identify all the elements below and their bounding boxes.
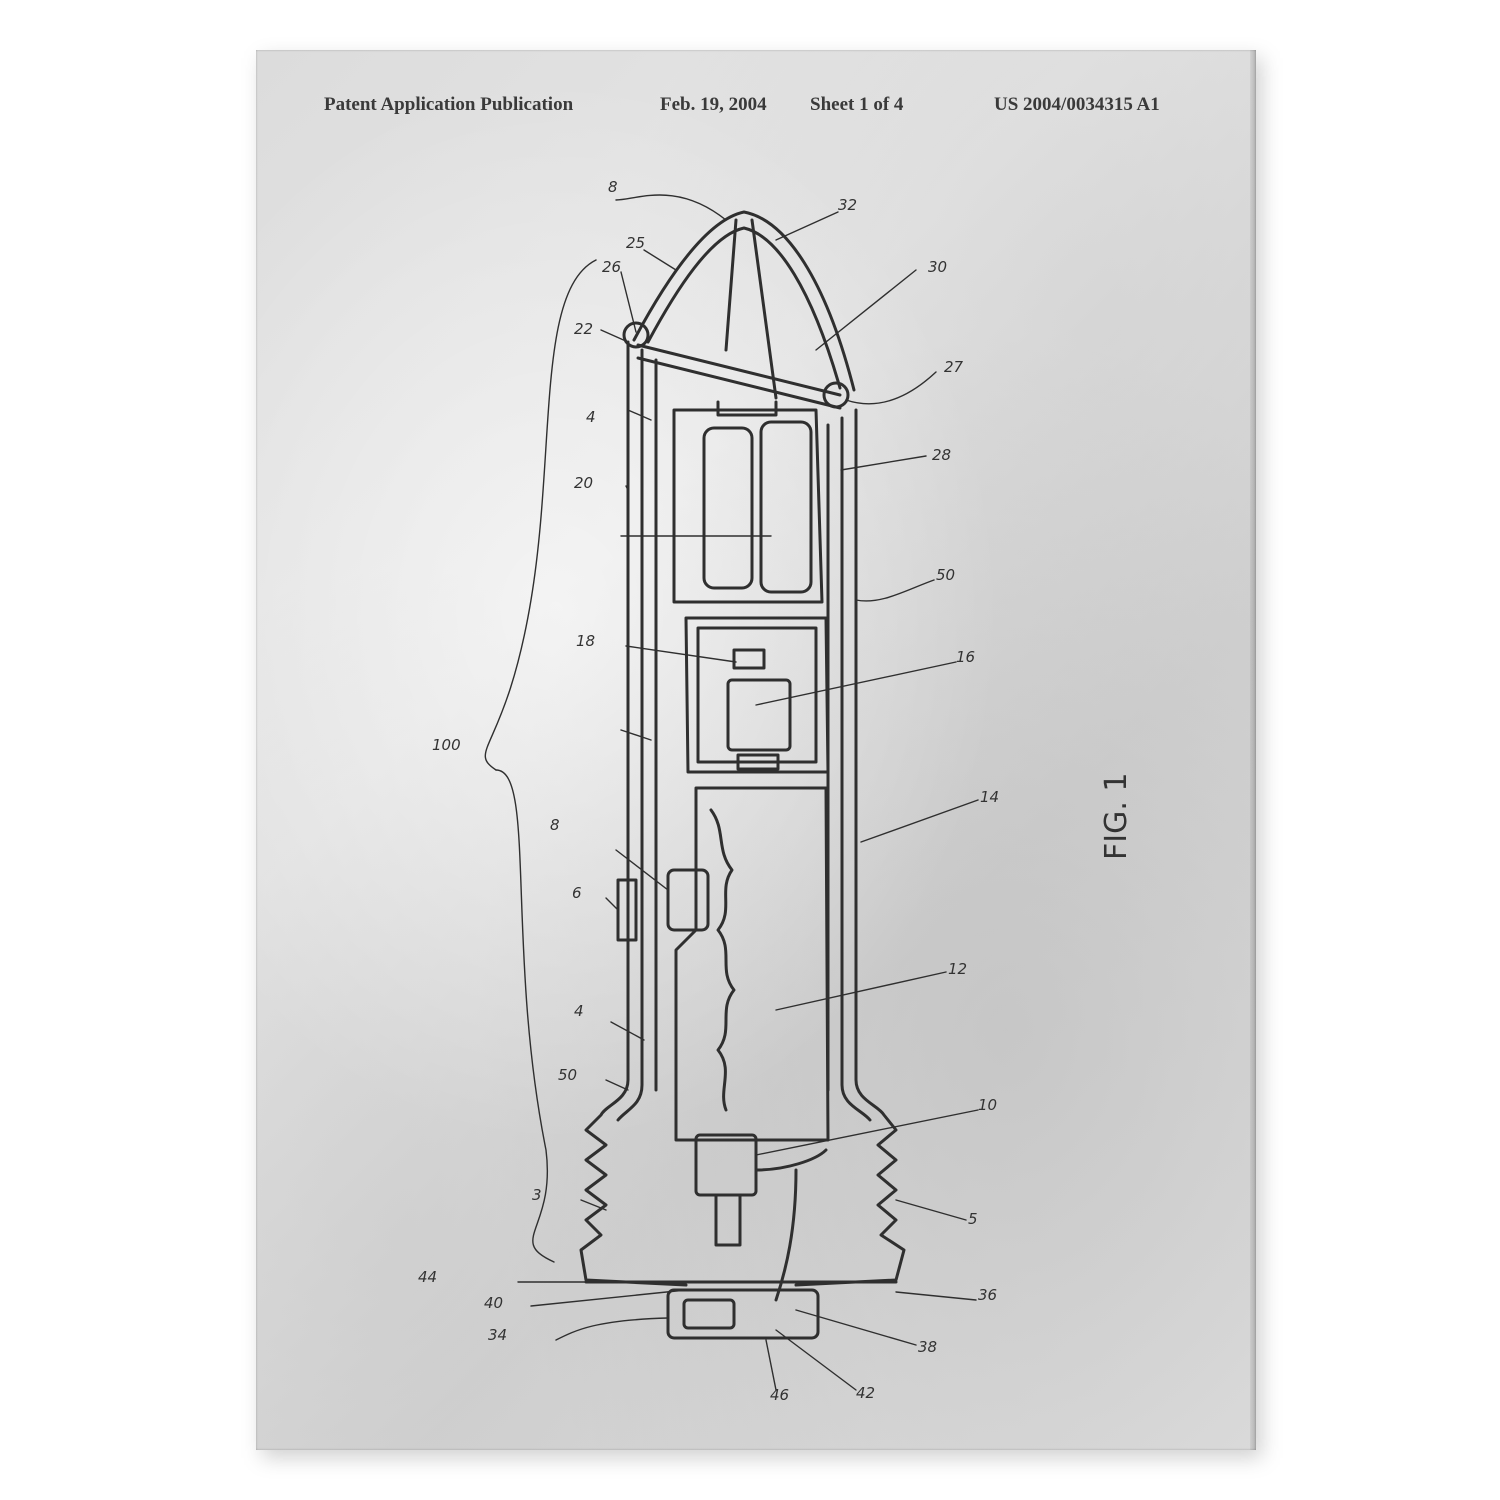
ref-label: 28 [932,446,951,464]
ref-label: 50 [936,566,955,584]
ref-label: 8 [608,178,618,196]
base-cap [584,1168,898,1340]
device-head [622,210,856,410]
ref-label: 8 [550,816,560,834]
header-sheet: Sheet 1 of 4 [810,94,904,115]
battery-compartment [672,400,824,604]
ref-label: 30 [928,258,947,276]
ref-label: 32 [838,196,857,214]
ref-label: 14 [980,788,999,806]
ref-label: 16 [956,648,975,666]
ref-label: 34 [488,1326,507,1344]
ref-label: 22 [574,320,593,338]
ref-label: 50 [558,1066,577,1084]
ref-label: 20 [574,474,593,492]
ref-label: 38 [918,1338,937,1356]
ref-label: 18 [576,632,595,650]
ref-label: 10 [978,1096,997,1114]
ref-label: 36 [978,1286,997,1304]
ref-label: 46 [770,1386,789,1404]
ref-label: 25 [626,234,645,252]
ref-label: 6 [572,884,582,902]
canvas-print: Patent Application Publication Feb. 19, … [256,50,1256,1450]
canvas-edge [1250,50,1256,1450]
ref-label: 5 [968,1210,978,1228]
device-body [579,340,906,1287]
header-patent-number: US 2004/0034315 A1 [994,94,1160,115]
valve-assembly [694,1133,828,1247]
patent-drawing: 8 32 30 26 25 22 27 4 28 20 50 18 16 100… [418,178,1134,1404]
ref-label: 27 [944,358,964,376]
motor-compartment [684,616,830,774]
header-publication: Patent Application Publication [324,94,574,115]
patent-header: Patent Application Publication Feb. 19, … [256,94,1256,124]
reference-labels: 8 32 30 26 25 22 27 4 28 20 50 18 16 100… [418,178,999,1404]
pump-chamber [616,786,830,1142]
ref-label: 4 [574,1002,584,1020]
leader-lines [484,194,979,1391]
ref-label: 4 [586,408,596,426]
ref-label: 12 [948,960,967,978]
ref-label: 100 [432,736,461,754]
ref-label: 44 [418,1268,437,1286]
ref-label: 42 [856,1384,875,1402]
ref-label: 26 [602,258,621,276]
ref-label: 3 [532,1186,542,1204]
ref-label: 40 [484,1294,503,1312]
header-date: Feb. 19, 2004 [660,94,767,115]
figure-label: FIG. 1 [1099,772,1134,860]
